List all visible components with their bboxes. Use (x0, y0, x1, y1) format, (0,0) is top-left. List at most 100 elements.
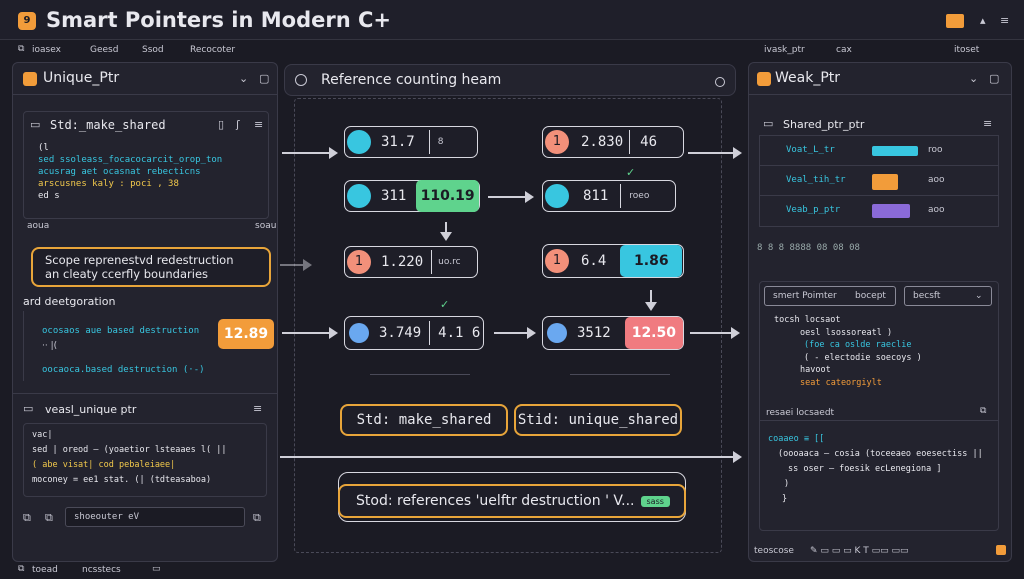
section-title: Shared_ptr_ptr (783, 118, 865, 131)
right-icon[interactable]: ⧉ (45, 511, 53, 524)
secondary-dropdown[interactable]: becsft ⌄ (904, 286, 992, 306)
weak-unique-section: ▭ veasl_unique ptr ≡ (13, 393, 277, 417)
menu-item-3[interactable]: Ssod (142, 45, 164, 55)
code-line: } (782, 494, 788, 504)
code-line: moconey = ee1 stat. (| (tdteasaboa) (32, 475, 212, 485)
code-line: coaaeo ≡ [[ (768, 434, 825, 444)
panel-menu-icon[interactable]: ▢ (989, 72, 1000, 85)
menu-item-2[interactable]: Geesd (90, 45, 119, 55)
dropdown-tag: bocept (855, 291, 886, 301)
make-shared-pill[interactable]: Std: make_shared (340, 404, 508, 436)
divider (570, 374, 670, 375)
make-shared-section: ▭ Std:_make_shared ▯ ʃ ≡ (l sed ssoleass… (23, 111, 269, 219)
expand-icon[interactable]: ⧉ (980, 406, 987, 416)
app-title: Smart Pointers in Modern C+ (46, 8, 391, 32)
table-row[interactable]: Veal_tih_tr aoo (760, 166, 998, 196)
row-label: Veab_p_ptr (786, 205, 841, 215)
code-line: tocsh locsaot (774, 315, 841, 325)
value-badge: 12.89 (218, 319, 274, 349)
input-row: ⧉ ⧉ ⧉ (23, 507, 271, 529)
code-line: havoot (800, 365, 831, 375)
node-d: 811 roeo (542, 180, 676, 212)
chevron-down-icon: ⌄ (975, 291, 983, 301)
arrow (690, 327, 740, 339)
divider (760, 420, 998, 421)
code-line: acusrag aet ocasnat rebecticns (38, 167, 201, 177)
table-row[interactable]: Voat_L_tr roo (760, 136, 998, 166)
row-tag: aoo (928, 205, 945, 215)
arrow (282, 327, 338, 339)
menu-bar: ⧉ ioasex Geesd Ssod Recocoter ivask_ptr … (0, 42, 1024, 60)
center-icon (295, 74, 307, 86)
arrow (280, 259, 312, 271)
weak-ptr-icon (757, 72, 771, 86)
panel-menu-icon[interactable]: ▢ (259, 72, 270, 85)
window-badge-icon[interactable] (946, 14, 964, 28)
menu-item-5[interactable]: ivask_ptr (764, 45, 805, 55)
row-color (872, 204, 910, 218)
status-icon: ▭ (152, 564, 161, 574)
node-value: 3.749 (379, 325, 422, 341)
row-footer: oocaoca.based destruction (·-) (42, 365, 205, 375)
menu-icon[interactable]: ⧉ (18, 44, 25, 54)
references-pill[interactable]: Stod: references 'uelftr destruction ' V… (338, 484, 686, 518)
close-icon[interactable]: ≡ (1000, 14, 1010, 27)
end-icon[interactable]: ⧉ (253, 511, 261, 524)
list-icon[interactable]: ≡ (983, 117, 993, 130)
node-tag: uo.rc (438, 257, 461, 267)
menu-item-7[interactable]: itoset (954, 45, 980, 55)
center-frame (294, 98, 722, 553)
pointer-dropdown[interactable]: smert Poimter bocept (764, 286, 896, 306)
menu-item-1[interactable]: ioasex (32, 45, 61, 55)
code-line: (foe ca oslde raeclie (804, 340, 912, 350)
row-color (872, 146, 918, 156)
record-icon[interactable] (715, 77, 725, 87)
info-icon[interactable]: ʃ (236, 118, 240, 131)
left-icon[interactable]: ⧉ (23, 511, 31, 524)
title-bar: 9 Smart Pointers in Modern C+ ▴ ≡ (0, 0, 1024, 40)
share-icon[interactable]: ▴ (980, 14, 986, 27)
section-icon: ▭ (763, 117, 774, 130)
right-panel: Weak_Ptr ⌄ ▢ ▭ Shared_ptr_ptr ≡ Voat_L_t… (748, 62, 1012, 562)
row-tag: aoo (928, 175, 945, 185)
arrow (280, 451, 742, 463)
toolbar-icons[interactable]: 8 8 8 8888 08 08 08 (757, 243, 860, 253)
node-badge: 1.86 (620, 245, 683, 277)
chevron-down-icon[interactable]: ⌄ (969, 72, 979, 85)
node-g: 3.749 4.1 6 (344, 316, 484, 350)
chevron-down-icon[interactable]: ⌄ (239, 72, 249, 85)
code-line: seat cateorgiylt (800, 377, 882, 388)
list-icon[interactable]: ≡ (253, 402, 263, 415)
row-color (872, 174, 898, 190)
section-title: veasl_unique ptr (45, 403, 137, 416)
node-value: 6.4 (581, 253, 607, 269)
code-line: ) (784, 479, 790, 489)
status-icons: ✎ ▭ ▭ ▭ K T ▭▭ ▭▭ (810, 546, 909, 556)
references-text: Stod: references 'uelftr destruction ' V… (356, 493, 635, 509)
node-tag: roeo (629, 191, 650, 201)
unique-shared-pill[interactable]: Stid: unique_shared (514, 404, 682, 436)
menu-item-4[interactable]: Recocoter (190, 45, 236, 55)
left-status-bar: ⧉ toead ncsstecs ▭ (12, 564, 278, 578)
node-value: 3512 (577, 325, 611, 341)
pointer-input[interactable] (65, 507, 245, 527)
copy-icon[interactable]: ▯ (218, 118, 225, 131)
node-badge: 110.19 (416, 180, 479, 212)
node-tag: 8 (437, 137, 444, 147)
node-value: 31.7 (381, 134, 415, 150)
arrow (645, 290, 657, 311)
check-icon: ✓ (440, 298, 450, 311)
code-line: arscusnes kaly : poci , 38 (38, 179, 179, 189)
section-tag: resaei locsaedt (766, 408, 835, 418)
code-line: oesl lsossoreatl ) (800, 327, 893, 338)
table-row[interactable]: Veab_p_ptr aoo (760, 196, 998, 226)
code-line: ( abe visat| cod pebaleiaee| (32, 460, 176, 470)
left-panel-title: Unique_Ptr (43, 70, 120, 86)
list-icon[interactable]: ≡ (254, 118, 264, 131)
app-logo: 9 (18, 12, 36, 30)
node-h: 3512 12.50 (542, 316, 684, 350)
check-icon: ✓ (626, 166, 636, 179)
menu-item-6[interactable]: cax (836, 45, 852, 55)
code-line: sed | oreod — (yoaetior lsteaaes l( || (32, 445, 227, 455)
right-code-box: smert Poimter bocept becsft ⌄ tocsh locs… (759, 281, 999, 531)
